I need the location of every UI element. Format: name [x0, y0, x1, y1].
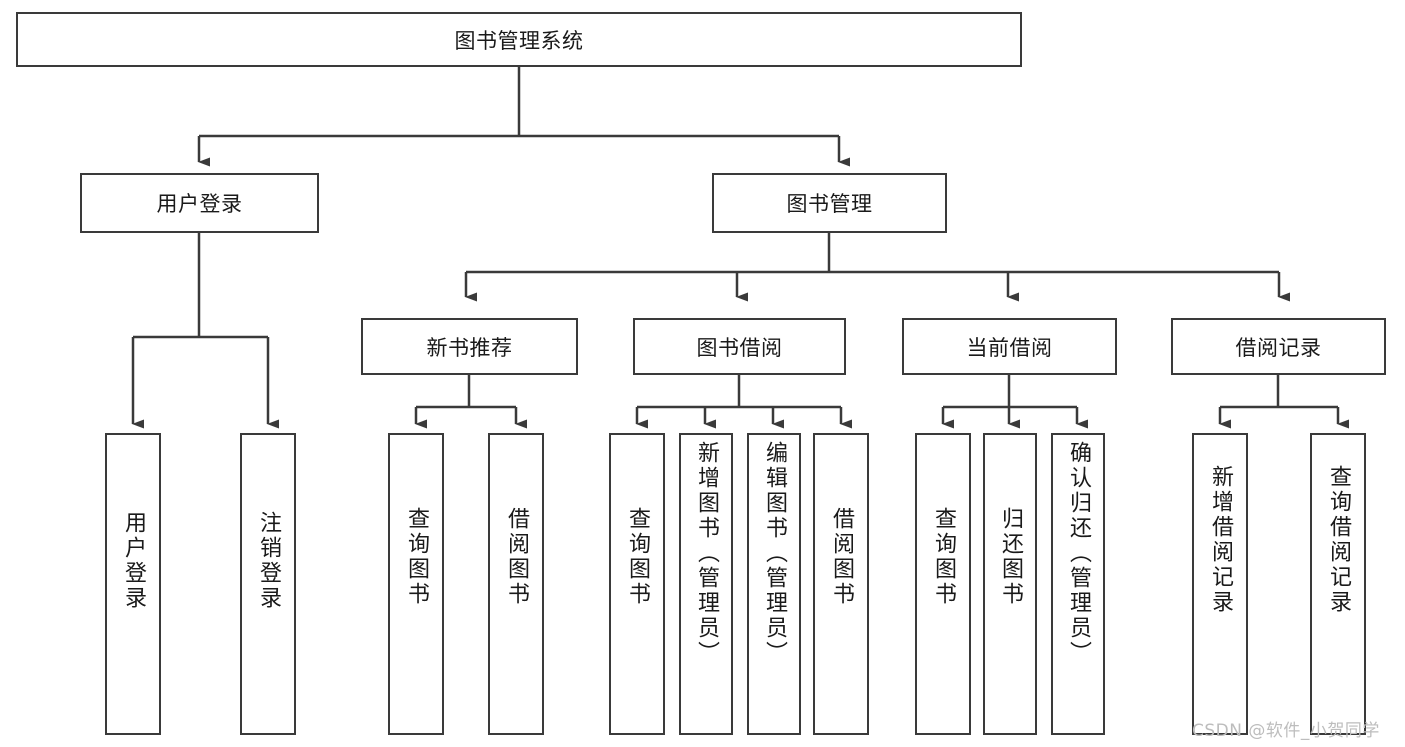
node-leaf-user-login[interactable]: 用户登录	[105, 433, 161, 735]
node-leaf-borrow-book-2[interactable]: 借阅图书	[813, 433, 869, 735]
node-borrow-record[interactable]: 借阅记录	[1171, 318, 1386, 375]
node-leaf-user-logout[interactable]: 注销登录	[240, 433, 296, 735]
node-root-label: 图书管理系统	[454, 28, 584, 53]
node-leaf-user-login-label: 用户登录	[121, 511, 146, 611]
node-leaf-borrow-book-1-label: 借阅图书	[504, 507, 529, 607]
node-new-book-recommend-label: 新书推荐	[426, 335, 513, 360]
node-leaf-borrow-book-1[interactable]: 借阅图书	[488, 433, 544, 735]
node-leaf-add-record-label: 新增借阅记录	[1208, 465, 1233, 615]
node-current-borrow-label: 当前借阅	[966, 335, 1053, 360]
node-leaf-query-book-1-label: 查询图书	[404, 507, 429, 607]
node-borrow-record-label: 借阅记录	[1235, 335, 1322, 360]
node-leaf-user-logout-label: 注销登录	[256, 511, 281, 611]
node-root[interactable]: 图书管理系统	[16, 12, 1022, 67]
node-leaf-query-record-label: 查询借阅记录	[1326, 465, 1351, 615]
node-user-login-label: 用户登录	[156, 192, 243, 216]
node-leaf-borrow-book-2-label: 借阅图书	[829, 507, 854, 607]
node-user-login[interactable]: 用户登录	[80, 173, 319, 233]
node-book-manage[interactable]: 图书管理	[712, 173, 947, 233]
node-leaf-add-book[interactable]: 新增图书（管理员）	[679, 433, 733, 735]
node-book-manage-label: 图书管理	[786, 192, 873, 216]
node-leaf-add-book-label: 新增图书（管理员）	[694, 441, 719, 666]
node-leaf-add-record[interactable]: 新增借阅记录	[1192, 433, 1248, 735]
node-leaf-query-book-2[interactable]: 查询图书	[609, 433, 665, 735]
watermark: CSDN @软件_小贺同学	[1192, 721, 1380, 741]
node-leaf-query-book-3-label: 查询图书	[931, 507, 956, 607]
node-leaf-return-book-label: 归还图书	[998, 507, 1023, 607]
node-current-borrow[interactable]: 当前借阅	[902, 318, 1117, 375]
node-leaf-edit-book-label: 编辑图书（管理员）	[762, 441, 787, 666]
node-leaf-confirm-return[interactable]: 确认归还（管理员）	[1051, 433, 1105, 735]
node-leaf-query-book-1[interactable]: 查询图书	[388, 433, 444, 735]
node-book-borrow[interactable]: 图书借阅	[633, 318, 846, 375]
node-leaf-confirm-return-label: 确认归还（管理员）	[1066, 441, 1091, 666]
node-leaf-query-book-2-label: 查询图书	[625, 507, 650, 607]
node-leaf-edit-book[interactable]: 编辑图书（管理员）	[747, 433, 801, 735]
node-leaf-query-record[interactable]: 查询借阅记录	[1310, 433, 1366, 735]
node-leaf-query-book-3[interactable]: 查询图书	[915, 433, 971, 735]
node-leaf-return-book[interactable]: 归还图书	[983, 433, 1037, 735]
node-book-borrow-label: 图书借阅	[696, 335, 783, 360]
node-new-book-recommend[interactable]: 新书推荐	[361, 318, 578, 375]
